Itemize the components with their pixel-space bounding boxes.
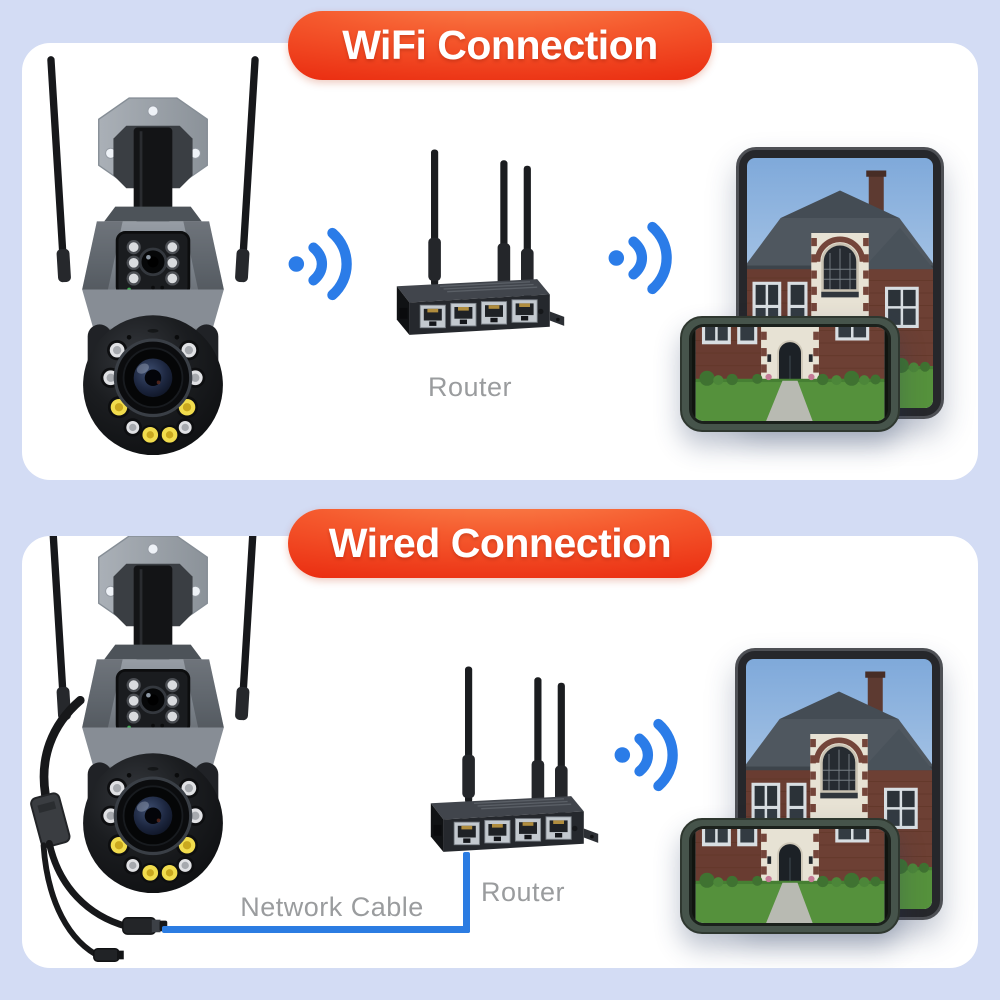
pigtail-cable-image bbox=[30, 696, 175, 968]
phone-screen-house-view bbox=[689, 324, 891, 424]
phone-device bbox=[680, 818, 900, 934]
network-cable-label: Network Cable bbox=[240, 892, 424, 922]
ptz-camera-image bbox=[38, 52, 268, 457]
house-photo bbox=[692, 829, 888, 923]
router-label: Router bbox=[427, 372, 513, 402]
wifi-connection-banner: WiFi Connection bbox=[288, 11, 712, 80]
wifi-signal-icon bbox=[286, 224, 372, 304]
phone-device bbox=[680, 316, 900, 432]
wifi-connection-panel: Router bbox=[22, 43, 978, 480]
wired-connection-banner: Wired Connection bbox=[288, 509, 712, 578]
router-label: Router bbox=[480, 877, 566, 907]
wifi-signal-icon bbox=[612, 714, 698, 796]
router-image bbox=[420, 666, 600, 856]
network-cable-line bbox=[162, 926, 470, 933]
network-cable-line-vertical bbox=[463, 852, 470, 933]
banner-title: WiFi Connection bbox=[342, 22, 658, 68]
house-photo bbox=[692, 327, 888, 421]
wifi-signal-icon bbox=[606, 218, 692, 298]
phone-screen-house-view bbox=[689, 826, 891, 926]
wired-connection-panel: Network Cable Router bbox=[22, 536, 978, 968]
router-image bbox=[386, 149, 566, 339]
banner-title: Wired Connection bbox=[328, 520, 672, 566]
